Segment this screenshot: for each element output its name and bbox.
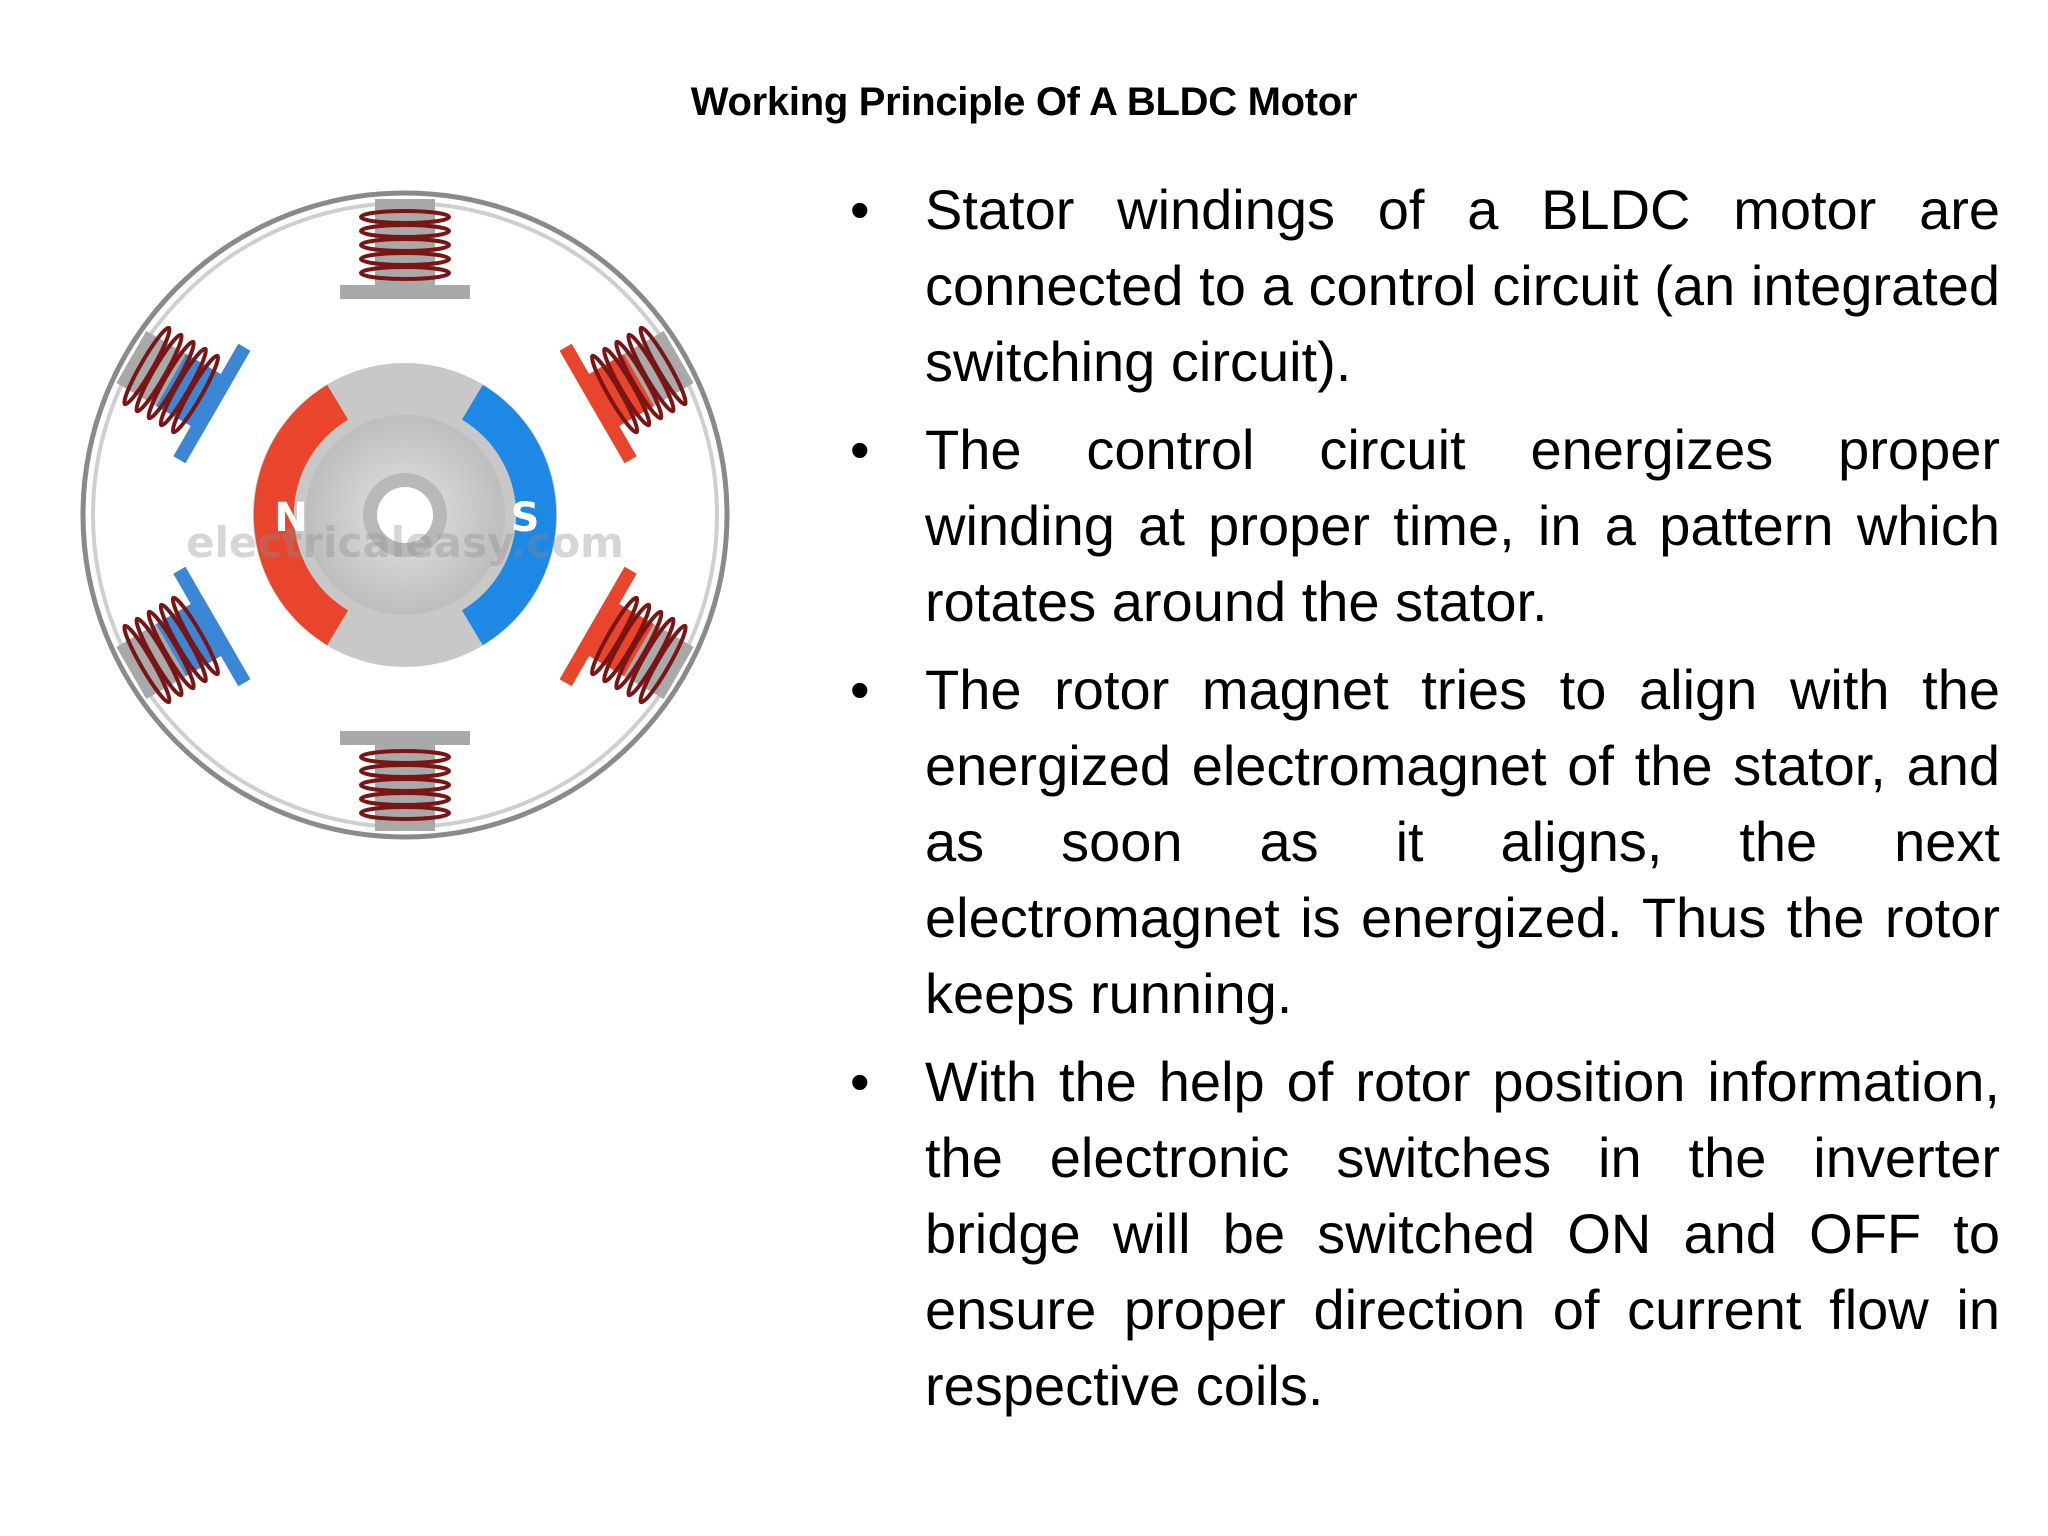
bullet-text: The control circuit energizes proper win…	[925, 418, 2000, 633]
bullet-text: Stator windings of a BLDC motor are conn…	[925, 178, 2000, 393]
stator-pole-lower-right	[559, 566, 694, 705]
south-label: S	[511, 495, 540, 541]
bullet-list: • Stator windings of a BLDC motor are co…	[850, 172, 2000, 1436]
stator-pole-bottom	[340, 731, 470, 831]
watermark: electricaleasy.com	[186, 518, 624, 567]
stator-pole-lower-left	[116, 566, 251, 705]
bullet-dot: •	[850, 178, 870, 241]
bullet-item: • With the help of rotor position inform…	[850, 1044, 2000, 1424]
bullet-text: The rotor magnet tries to align with the…	[925, 658, 2000, 1025]
bullet-dot: •	[850, 1050, 870, 1113]
bullet-item: • Stator windings of a BLDC motor are co…	[850, 172, 2000, 400]
rotor-shaft-hole	[377, 487, 433, 543]
stator-pole-upper-right	[559, 325, 694, 464]
bullet-item: • The control circuit energizes proper w…	[850, 412, 2000, 640]
stator-pole-top	[340, 199, 470, 299]
rotor-south-pole	[461, 384, 557, 646]
stator-pole-upper-left	[116, 325, 251, 464]
bullet-dot: •	[850, 658, 870, 721]
slide-title: Working Principle Of A BLDC Motor	[690, 80, 1358, 124]
rotor-north-pole	[253, 384, 349, 646]
bldc-motor-diagram: N S electricaleasy.com	[75, 185, 735, 845]
bullet-item: • The rotor magnet tries to align with t…	[850, 652, 2000, 1032]
rotor	[253, 363, 557, 667]
bullet-dot: •	[850, 418, 870, 481]
north-label: N	[274, 495, 307, 541]
bullet-text: With the help of rotor position informat…	[925, 1050, 2000, 1417]
